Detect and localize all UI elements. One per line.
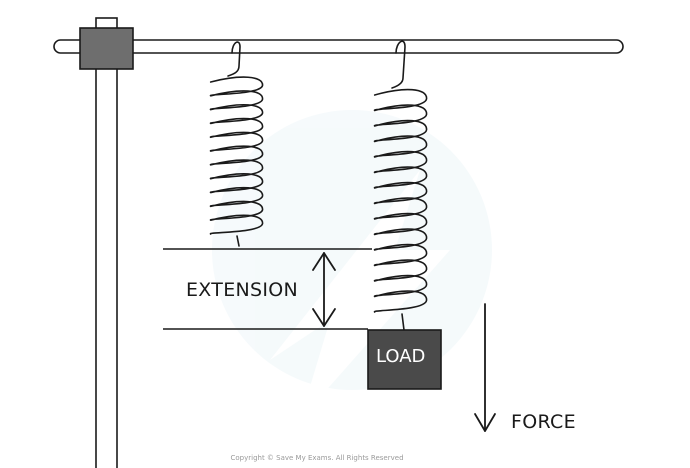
clamp-boss [79, 27, 134, 70]
spring-loaded [373, 40, 428, 331]
copyright-footer: Copyright © Save My Exams. All Rights Re… [230, 454, 404, 462]
load-block [367, 329, 442, 390]
extension-label: EXTENSION [186, 279, 299, 301]
spring-coils [373, 88, 428, 313]
horizontal-bar [53, 39, 624, 54]
stand-pole [95, 17, 118, 468]
watermark-logo [212, 110, 492, 420]
down-arrow-icon [474, 303, 496, 432]
load-label: LOAD [376, 346, 426, 367]
double-headed-vertical-arrow-icon [312, 252, 336, 327]
force-label: FORCE [511, 411, 576, 433]
spring-unloaded [209, 41, 264, 247]
spring-coils [209, 76, 264, 235]
